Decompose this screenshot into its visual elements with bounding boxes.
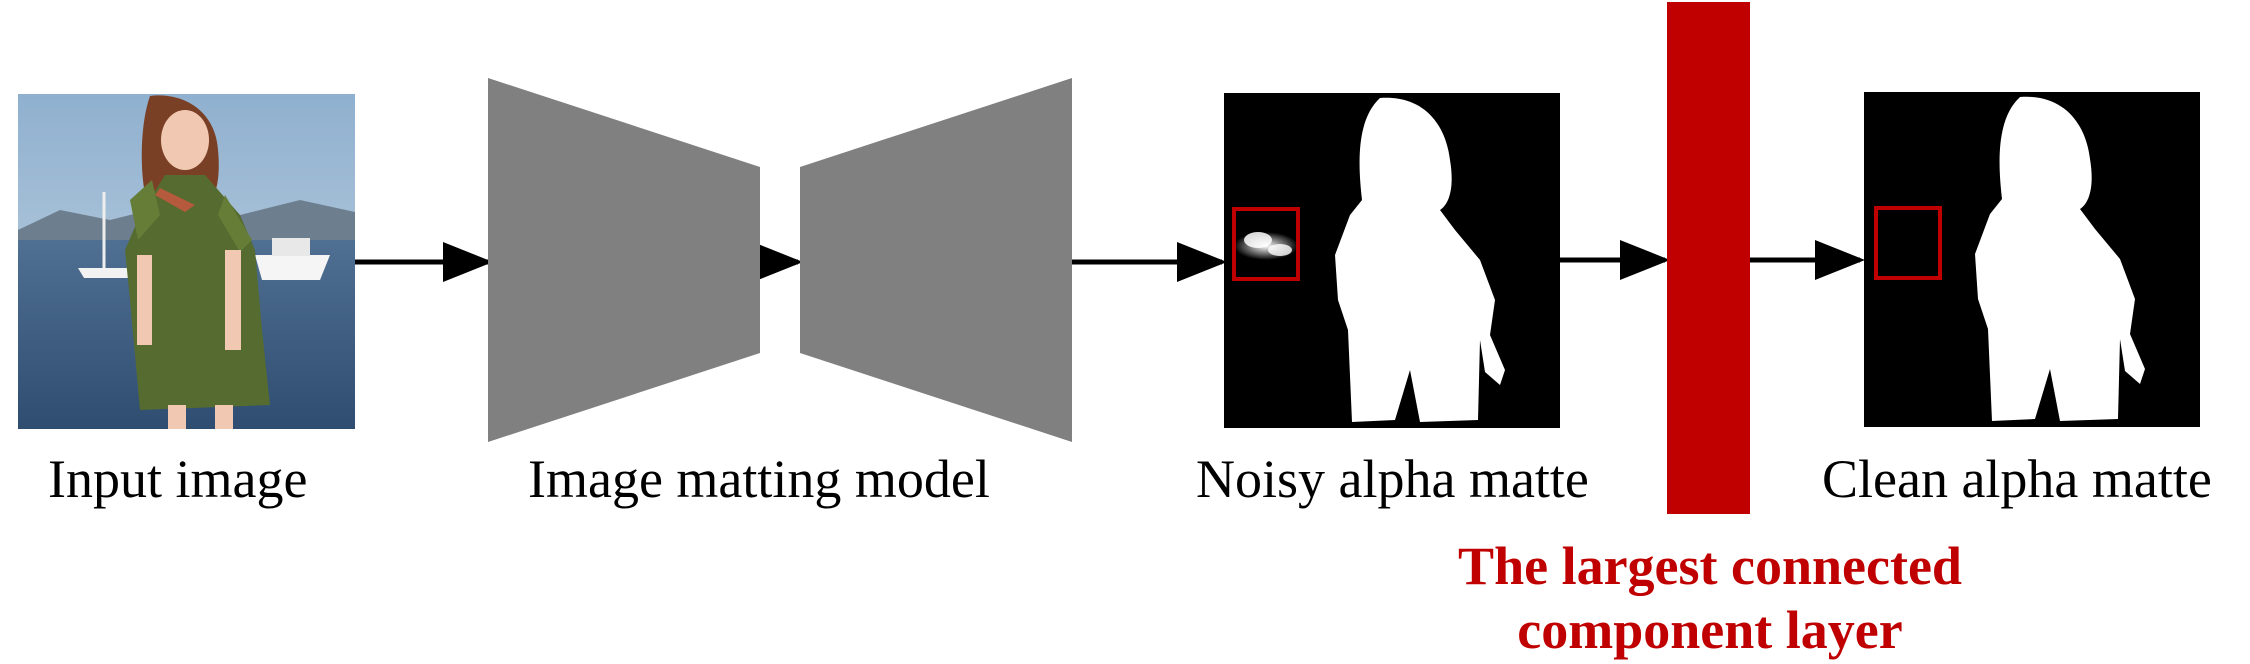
matting-model-label: Image matting model [528, 449, 990, 509]
layer-label: The largest connected component layer [1390, 534, 2030, 662]
woman-figure [125, 95, 270, 429]
encoder-trapezoid [488, 78, 760, 442]
clean-silhouette [1975, 96, 2145, 421]
noisy-silhouette [1335, 97, 1505, 422]
yacht-icon [255, 238, 330, 280]
noise-highlight-box [1232, 207, 1300, 281]
layer-label-line2: component layer [1517, 600, 1903, 660]
layer-label-line1: The largest connected [1458, 536, 1962, 596]
input-image-label: Input image [48, 449, 308, 509]
clean-highlight-box [1874, 206, 1942, 280]
noisy-matte-label: Noisy alpha matte [1196, 449, 1589, 509]
sailboat-icon [78, 192, 135, 278]
largest-connected-component-layer [1667, 2, 1750, 514]
clean-matte-label: Clean alpha matte [1822, 449, 2212, 509]
input-image [18, 94, 355, 429]
decoder-trapezoid [800, 78, 1072, 442]
clean-alpha-matte [1864, 92, 2200, 427]
noisy-alpha-matte [1224, 93, 1560, 428]
image-matting-model [488, 78, 1072, 442]
